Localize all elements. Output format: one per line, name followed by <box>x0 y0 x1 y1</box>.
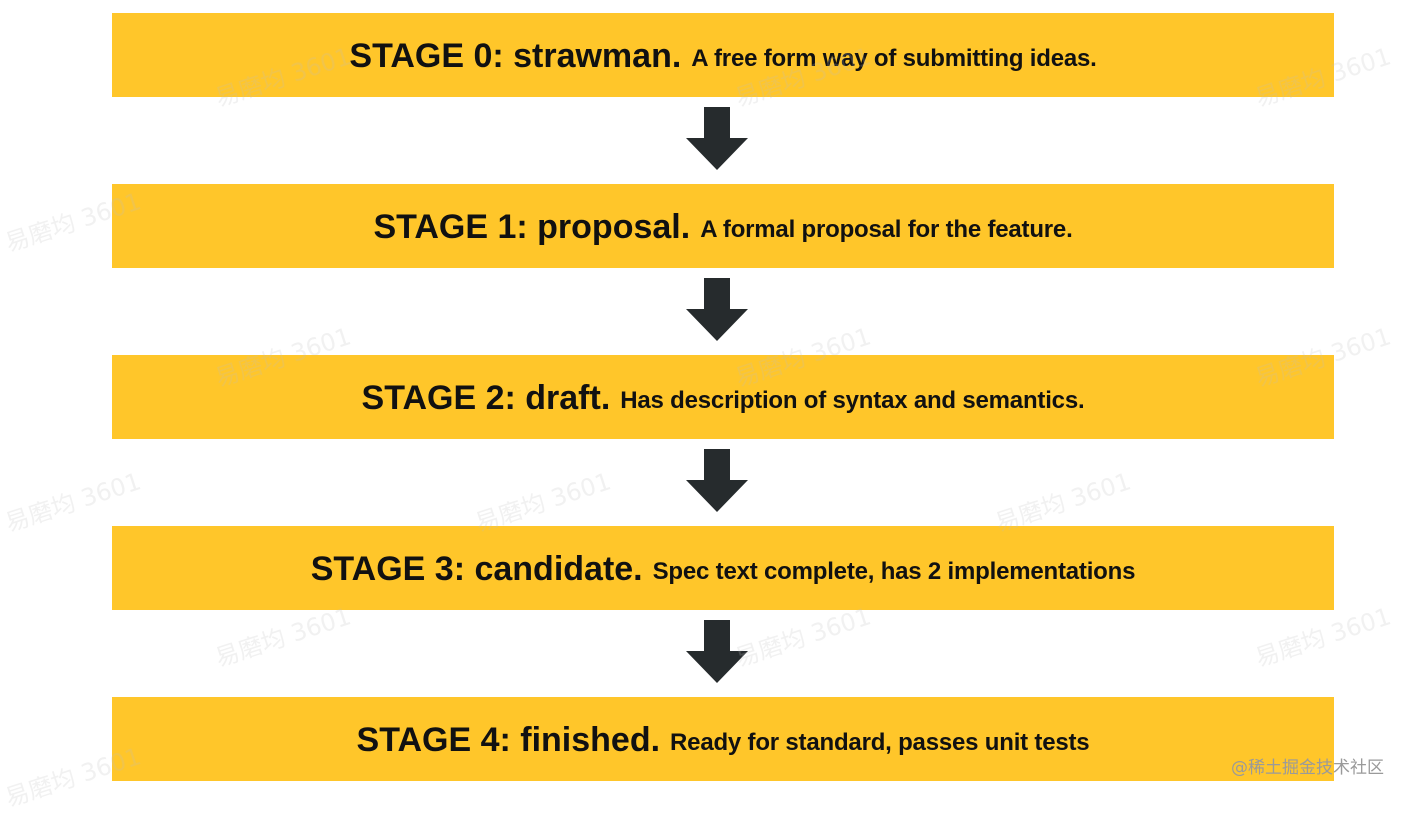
stage-description: Spec text complete, has 2 implementation… <box>652 558 1136 585</box>
stage-box-0: STAGE 0: strawman. A free form way of su… <box>112 13 1334 97</box>
stage-box-3: STAGE 3: candidate. Spec text complete, … <box>112 526 1334 610</box>
stage-box-4: STAGE 4: finished. Ready for standard, p… <box>112 697 1334 781</box>
down-arrow-icon <box>684 107 750 171</box>
stage-description: Ready for standard, passes unit tests <box>670 729 1090 756</box>
stage-box-2: STAGE 2: draft. Has description of synta… <box>112 355 1334 439</box>
stage-description: A free form way of submitting ideas. <box>691 45 1097 72</box>
stage-name: STAGE 0: strawman. <box>349 36 682 75</box>
stage-box-1: STAGE 1: proposal. A formal proposal for… <box>112 184 1334 268</box>
down-arrow-icon <box>684 620 750 684</box>
stage-description: A formal proposal for the feature. <box>700 216 1073 243</box>
down-arrow-icon <box>684 449 750 513</box>
down-arrow-icon <box>684 278 750 342</box>
stage-description: Has description of syntax and semantics. <box>620 387 1085 414</box>
stage-name: STAGE 3: candidate. <box>310 549 643 588</box>
stage-name: STAGE 4: finished. <box>356 720 661 759</box>
stage-name: STAGE 1: proposal. <box>373 207 691 246</box>
stage-name: STAGE 2: draft. <box>361 378 611 417</box>
site-credit: @稀土掘金技术社区 <box>1231 758 1384 778</box>
